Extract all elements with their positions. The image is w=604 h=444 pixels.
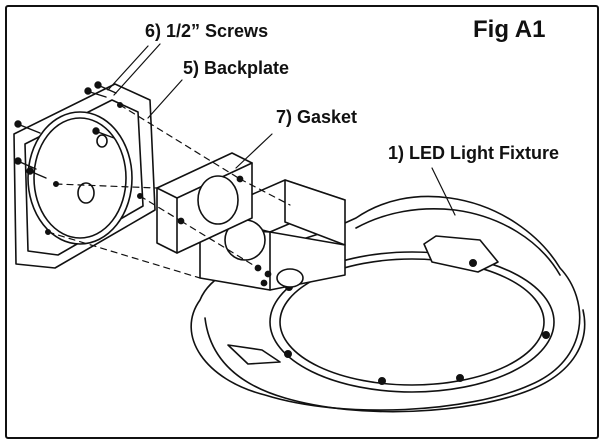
led-light-fixture (190, 195, 586, 413)
gasket (156, 152, 253, 254)
label-gasket: 7) Gasket (276, 107, 358, 127)
label-backplate: 5) Backplate (183, 58, 290, 78)
screw-4 (92, 127, 115, 139)
leader-lines (107, 43, 456, 216)
screw-1 (84, 87, 107, 98)
backplate (13, 83, 156, 269)
label-screws: 6) 1/2” Screws (145, 21, 269, 41)
screw-6 (26, 167, 47, 179)
alignment-lines (47, 104, 291, 279)
screw-3 (14, 120, 41, 134)
figure-title: Fig A1 (473, 16, 546, 43)
screw-5 (14, 157, 37, 170)
label-led-light-fixture: 1) LED Light Fixture (388, 143, 559, 163)
